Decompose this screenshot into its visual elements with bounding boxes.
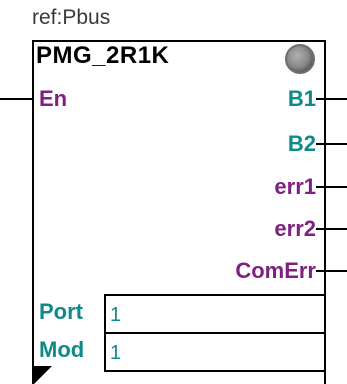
output-pin-line-b2[interactable] [316, 143, 347, 145]
input-pin-line-en[interactable] [0, 98, 34, 100]
output-pin-line-comerr[interactable] [316, 270, 347, 272]
resize-corner-icon[interactable] [34, 366, 52, 384]
output-pin-line-err1[interactable] [316, 186, 347, 188]
param-input-mod[interactable]: 1 [104, 332, 326, 372]
param-input-port[interactable]: 1 [104, 294, 326, 334]
param-row-port: Port 1 [34, 294, 326, 334]
output-pin-b2[interactable]: B2 [287, 131, 316, 156]
param-label-mod: Mod [39, 337, 85, 362]
status-led-icon [285, 44, 315, 74]
output-pin-comerr[interactable]: ComErr [235, 258, 316, 283]
block-reference-label: ref:Pbus [32, 6, 111, 29]
output-pin-line-err2[interactable] [316, 228, 347, 230]
param-label-port: Port [39, 299, 83, 324]
output-pin-line-b1[interactable] [316, 98, 347, 100]
output-pin-err1[interactable]: err1 [274, 174, 316, 199]
param-row-mod: Mod 1 [34, 332, 326, 372]
output-pin-err2[interactable]: err2 [274, 216, 316, 241]
output-pin-b1[interactable]: B1 [287, 86, 316, 111]
block-title: PMG_2R1K [36, 42, 170, 69]
input-pin-en[interactable]: En [39, 86, 68, 111]
